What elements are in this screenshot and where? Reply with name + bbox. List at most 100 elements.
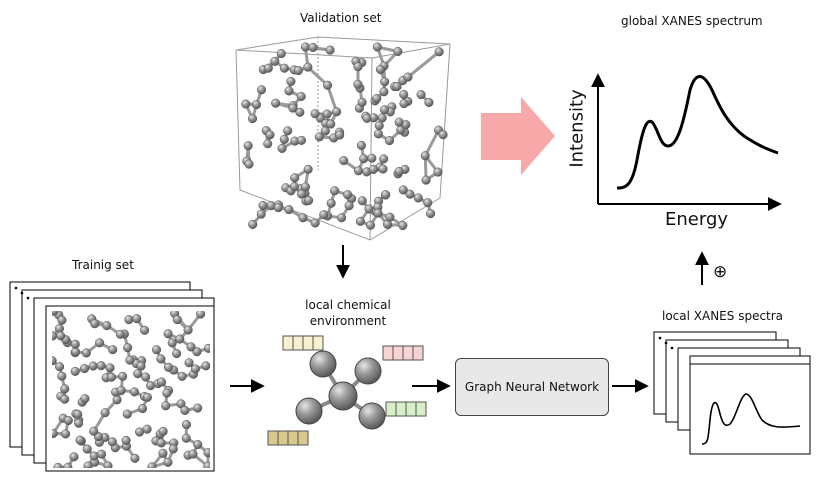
atom	[124, 315, 134, 325]
atom	[310, 218, 320, 228]
atom	[293, 65, 303, 76]
atom	[192, 347, 202, 357]
feature-vector-tan	[267, 430, 309, 446]
atom	[73, 409, 83, 419]
atom	[357, 196, 367, 206]
atom	[271, 98, 281, 108]
atom	[81, 348, 91, 358]
atom	[353, 79, 363, 89]
atom	[379, 87, 389, 97]
atom	[258, 200, 268, 211]
atom	[288, 103, 298, 113]
local-environment-line1: local chemical	[305, 298, 391, 312]
atom	[344, 201, 354, 211]
atom	[284, 86, 294, 96]
atom	[63, 415, 73, 426]
atom	[122, 409, 132, 419]
atom	[183, 325, 193, 335]
atom	[125, 355, 135, 365]
atom	[97, 449, 107, 459]
atom	[172, 315, 182, 325]
local-spectrum-curve	[701, 393, 801, 445]
atom	[163, 457, 173, 467]
atom	[300, 182, 311, 192]
atom	[289, 182, 299, 192]
training-set-stack	[9, 281, 215, 472]
atom	[373, 208, 383, 218]
atom	[332, 107, 342, 117]
global-spectrum-plot	[591, 73, 782, 211]
atom	[129, 387, 139, 397]
circled-plus-icon: ⊕	[713, 262, 728, 282]
atom	[123, 343, 133, 353]
atom	[343, 190, 353, 200]
atom	[142, 392, 152, 402]
atom	[203, 343, 210, 353]
atom	[163, 362, 174, 372]
atom	[322, 109, 332, 119]
atom	[60, 384, 70, 394]
atom	[137, 404, 148, 414]
atom	[339, 156, 349, 166]
atom	[384, 136, 395, 146]
atom	[251, 100, 262, 110]
local-spectra-label: local XANES spectra	[662, 309, 784, 323]
atom	[394, 117, 404, 127]
atom	[53, 462, 63, 468]
atom	[203, 448, 210, 458]
right-arrow-icon	[481, 97, 555, 175]
atom	[273, 203, 283, 213]
atom	[379, 105, 390, 115]
atom	[56, 331, 66, 341]
atom	[330, 186, 340, 196]
training-set-label: Trainig set	[72, 258, 134, 272]
atom	[130, 453, 140, 463]
bond	[423, 129, 440, 157]
atom	[79, 364, 90, 374]
atom	[181, 420, 192, 430]
atom	[108, 345, 118, 355]
atom	[372, 42, 382, 52]
local-environment-label: local chemical environment	[298, 297, 398, 329]
atom	[405, 189, 415, 199]
atom	[61, 429, 71, 439]
feature-vector-green	[385, 401, 427, 417]
atom	[107, 437, 117, 447]
atom	[416, 90, 426, 100]
bond	[326, 84, 339, 113]
atom	[96, 361, 106, 371]
local-environment-molecule	[295, 350, 386, 430]
atom	[243, 141, 253, 151]
atom	[132, 314, 142, 324]
atom	[75, 435, 85, 445]
atom	[152, 345, 162, 355]
atom	[373, 129, 383, 139]
atom	[353, 62, 363, 72]
atom	[83, 461, 93, 468]
neighbor-atom	[295, 397, 323, 425]
atom	[355, 216, 365, 226]
atom	[304, 195, 314, 206]
atom	[71, 347, 81, 357]
validation-set-cube	[235, 36, 451, 241]
atom	[263, 139, 273, 149]
atom	[186, 342, 196, 352]
atom	[326, 119, 336, 129]
atom	[276, 48, 286, 59]
atom	[378, 164, 388, 174]
feature-vector-yellow	[282, 335, 324, 351]
atom	[133, 369, 143, 379]
atom	[364, 204, 374, 214]
atom	[379, 154, 389, 164]
global-spectrum-curve	[616, 75, 779, 190]
atom	[69, 452, 79, 462]
atom	[393, 46, 403, 57]
atom	[147, 462, 157, 468]
atom	[156, 438, 166, 448]
atom	[136, 361, 146, 371]
atom	[296, 91, 306, 102]
neighbor-atom	[309, 350, 337, 378]
atom	[118, 371, 128, 381]
atom	[190, 364, 200, 374]
atom	[163, 329, 173, 339]
